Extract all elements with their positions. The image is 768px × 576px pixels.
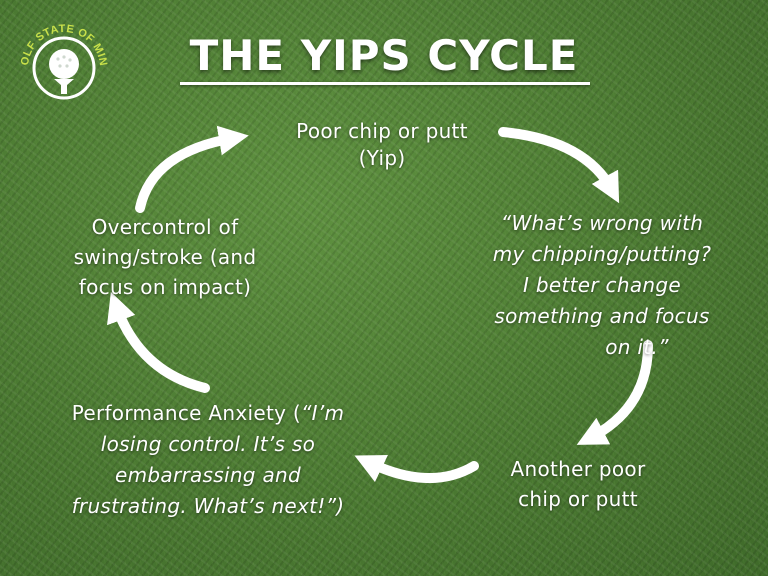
arrow-bottom-to-left bbox=[354, 455, 479, 484]
node-overcontrol: Overcontrol of swing/stroke (and focus o… bbox=[40, 212, 290, 302]
node-right-line-5: on it.” bbox=[605, 335, 669, 359]
node-right-line-1: “What’s wrong with bbox=[500, 211, 704, 235]
golf-ball-on-tee-icon bbox=[49, 49, 79, 94]
node-right-line-2: my chipping/putting? bbox=[492, 242, 712, 266]
node-poor-chip-or-putt: Poor chip or putt (Yip) bbox=[262, 118, 502, 172]
node-bottom-left-line-1-plain: Performance Anxiety ( bbox=[71, 401, 301, 425]
node-performance-anxiety: Performance Anxiety (“I’m losing control… bbox=[28, 398, 388, 522]
node-bottom-left-line-1: Performance Anxiety (“I’m bbox=[28, 398, 388, 429]
node-another-poor-chip: Another poor chip or putt bbox=[478, 454, 678, 514]
node-bottom-left-line-4: frustrating. What’s next!”) bbox=[71, 494, 345, 518]
node-bottom-left-line-3: embarrassing and bbox=[115, 463, 301, 487]
node-whats-wrong: “What’s wrong with my chipping/putting? … bbox=[452, 208, 752, 363]
node-left-line-3: focus on impact) bbox=[78, 275, 252, 299]
node-right-line-4: something and focus bbox=[494, 304, 710, 328]
arrow-right-to-bottom bbox=[576, 340, 653, 445]
golf-state-of-mind-logo: GOLF STATE OF MIND bbox=[14, 14, 109, 100]
arrow-top-to-right bbox=[498, 127, 620, 204]
node-bottom-right-line-1: Another poor bbox=[510, 457, 646, 481]
node-top-line-2: (Yip) bbox=[358, 146, 406, 170]
node-right-line-3: I better change bbox=[523, 273, 681, 297]
title-underline bbox=[180, 82, 590, 85]
node-left-line-2: swing/stroke (and bbox=[73, 245, 257, 269]
node-bottom-right-line-2: chip or putt bbox=[518, 487, 638, 511]
node-bottom-left-line-1-italic: “I’m bbox=[300, 401, 345, 425]
arrow-left-bottom-to-left bbox=[107, 291, 210, 393]
node-bottom-left-line-2: losing control. It’s so bbox=[100, 432, 316, 456]
arrow-left-to-top bbox=[135, 125, 249, 213]
node-left-line-1: Overcontrol of bbox=[91, 215, 239, 239]
diagram-title: THE YIPS CYCLE bbox=[189, 31, 579, 80]
node-top-line-1: Poor chip or putt bbox=[296, 119, 468, 143]
